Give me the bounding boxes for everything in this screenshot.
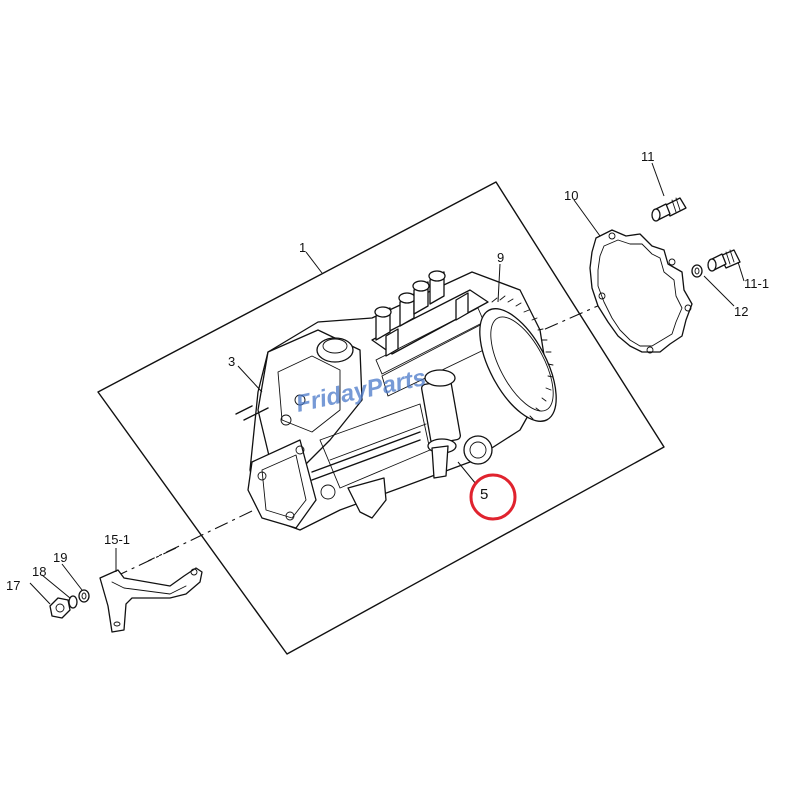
leader-lines	[29, 162, 745, 605]
callout-5: 5	[480, 486, 488, 503]
callout-11-1: 11-1	[744, 276, 769, 291]
callout-15-1: 15-1	[104, 532, 130, 547]
callout-12: 12	[734, 304, 748, 319]
assembly-boundary	[97, 181, 665, 655]
callout-1: 1	[299, 240, 306, 255]
callout-10: 10	[564, 188, 578, 203]
bracket-15-1	[99, 567, 203, 633]
drive-gear-flange	[479, 295, 557, 422]
callout-11: 11	[641, 149, 655, 164]
nut-17	[49, 597, 71, 619]
washer-12	[691, 264, 703, 278]
callout-labels: 1 3 5 9 10 11 11-1 12 15-1 17 18 19	[6, 149, 769, 593]
callout-19: 19	[53, 550, 67, 565]
bolt-11	[651, 197, 687, 222]
highlight-circle	[469, 473, 517, 521]
injection-pump-body	[235, 270, 557, 531]
washer-18	[68, 595, 78, 609]
gasket-cover-10	[589, 229, 693, 354]
callout-9: 9	[497, 250, 504, 265]
callout-18: 18	[32, 564, 46, 579]
callout-3: 3	[228, 354, 235, 369]
feed-pump	[421, 369, 493, 479]
washer-19	[78, 589, 90, 603]
callout-17: 17	[6, 578, 20, 593]
delivery-valve-holders	[374, 270, 469, 357]
bolt-11-1	[707, 249, 741, 272]
